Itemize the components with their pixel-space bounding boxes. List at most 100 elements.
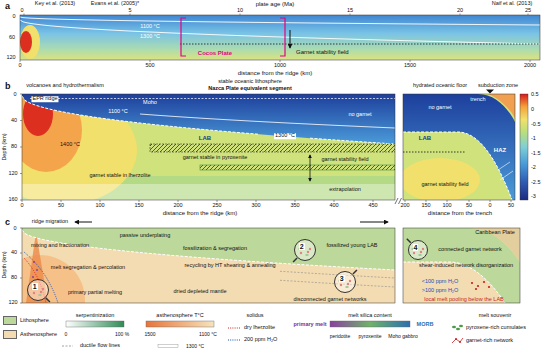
axis-tick-mark <box>178 200 179 202</box>
legend-swatch <box>3 330 17 339</box>
annotation-label: MORB <box>417 322 434 328</box>
axis-tick: 300 <box>251 203 260 209</box>
annotation-label: 1300 °C <box>186 344 204 349</box>
annotation-label: peridotite <box>330 334 351 339</box>
axis-tick-mark <box>240 14 241 16</box>
solidus-dry-sample <box>228 328 241 329</box>
plate-motion-arrow <box>360 222 388 223</box>
axis-tick: -1.5 <box>531 151 540 157</box>
annotation-label: a <box>5 2 10 11</box>
legend-label: pyroxene-rich cumulates <box>466 325 526 331</box>
axis-tick-mark <box>373 200 374 202</box>
garnet-lherzolite-band <box>200 165 395 170</box>
plot-frame <box>403 228 520 303</box>
panel-b-right <box>403 94 515 200</box>
axis-tick-mark <box>447 200 448 202</box>
annotation-label: mixing and fractionation <box>31 243 89 249</box>
lab-line <box>403 132 512 200</box>
annotation-label: garnet stable in pyroxenite <box>183 155 248 161</box>
temperature-bar <box>146 321 214 327</box>
axis-tick: 120 <box>8 171 17 177</box>
legend-label: melt silica content <box>348 313 392 319</box>
legend-label: solidus <box>246 313 263 319</box>
melt-pool-dot <box>475 288 477 290</box>
callout-number: 4 <box>413 244 419 251</box>
lithosphere <box>22 228 395 270</box>
annotation-label: shear-induced network disorganization <box>419 263 513 269</box>
axis-tick: 2000 <box>524 63 536 69</box>
annotation-label: fossilized young LAB <box>326 243 377 249</box>
axis-tick-mark <box>130 14 131 16</box>
annotation-label: primary melt <box>293 322 326 328</box>
annotation-label: primary partial melting <box>68 290 122 296</box>
annotation-label: Cocos Plate <box>198 50 232 56</box>
legend-label: Asthenosphere <box>20 332 57 338</box>
axis-tick-mark <box>22 200 23 202</box>
axis-tick-mark <box>20 303 22 304</box>
annotation-label: fossilization & segregation <box>183 246 247 252</box>
axis-tick-mark <box>334 200 335 202</box>
annotation-label: Depth (km) <box>2 133 8 160</box>
anomaly-yellow <box>403 158 480 200</box>
axis-tick: 25 <box>525 8 531 14</box>
axis-tick-mark <box>20 278 22 279</box>
anomaly-ground <box>22 94 395 200</box>
axis-tick: 0 <box>20 203 23 209</box>
axis-tick-mark <box>61 200 62 202</box>
axis-tick: 0.5 <box>531 92 539 98</box>
axis-tick: 100 <box>95 203 104 209</box>
axis-tick-mark <box>20 200 22 201</box>
magnifier-circle: 1 <box>27 279 49 301</box>
plot-frame <box>22 94 395 200</box>
magnifier-circle: 3 <box>334 271 356 293</box>
annotation-label: dried depleted mantle <box>174 289 227 295</box>
axis-tick-mark <box>150 60 151 62</box>
annotation-label: >100 ppm H₂O <box>422 288 459 294</box>
solidus-wet <box>24 252 58 303</box>
annotation-label: HAZ <box>494 147 506 153</box>
annotation-label: no garnet <box>348 112 371 118</box>
annotation-label: Caribbean Plate <box>475 230 514 236</box>
axis-tick-mark <box>139 200 140 202</box>
lab-line <box>22 230 395 270</box>
axis-tick: 0 <box>531 107 534 113</box>
axis-tick: 150 <box>134 203 143 209</box>
axis-tick-mark <box>217 200 218 202</box>
axis-tick-mark <box>426 200 427 202</box>
plot-frame <box>20 15 540 60</box>
annotation-label: stable oceanic lithosphere <box>218 79 282 85</box>
axis-tick: 200 <box>400 203 409 209</box>
flow-line-sample <box>62 346 73 347</box>
axis-tick: 100 <box>442 203 451 209</box>
lithosphere <box>22 94 395 144</box>
axis-tick-mark <box>405 200 406 202</box>
plate-age-strip <box>20 15 540 60</box>
panel-c-right <box>403 228 520 303</box>
colorbar <box>520 94 528 200</box>
magnifier-circle: 4 <box>408 240 428 260</box>
cocos-bracket <box>181 18 285 56</box>
annotation-label: subduction zone <box>478 83 518 89</box>
legend-label: 200 ppm H₂O <box>244 337 277 343</box>
axis-tick-mark <box>24 14 25 16</box>
garnet-line <box>403 152 465 153</box>
isotherm-line <box>20 20 540 44</box>
panel-a-strip <box>20 15 540 60</box>
axis-tick-mark <box>410 60 411 62</box>
axis-tick: 0 <box>13 92 16 98</box>
annotation-label: plate age (Ma) <box>256 1 295 7</box>
axis-tick-mark <box>20 60 21 62</box>
axis-tick: 450 <box>368 203 377 209</box>
annotation-label: Evans et al. (2005)* <box>91 1 139 7</box>
axis-tick: 40 <box>11 118 17 124</box>
annotation-label: 1300 °C <box>140 34 160 40</box>
plot-frame <box>403 94 515 200</box>
axis-tick-mark <box>280 60 281 62</box>
axis-tick: 5 <box>128 8 131 14</box>
annotation-label: LAB <box>419 135 431 141</box>
annotation-label: garnet stable in lherzolite <box>89 173 150 179</box>
axis-tick: 40 <box>11 250 17 256</box>
axis-tick-mark <box>20 228 22 229</box>
callout-number: 2 <box>299 243 305 250</box>
moho-line <box>30 98 395 99</box>
